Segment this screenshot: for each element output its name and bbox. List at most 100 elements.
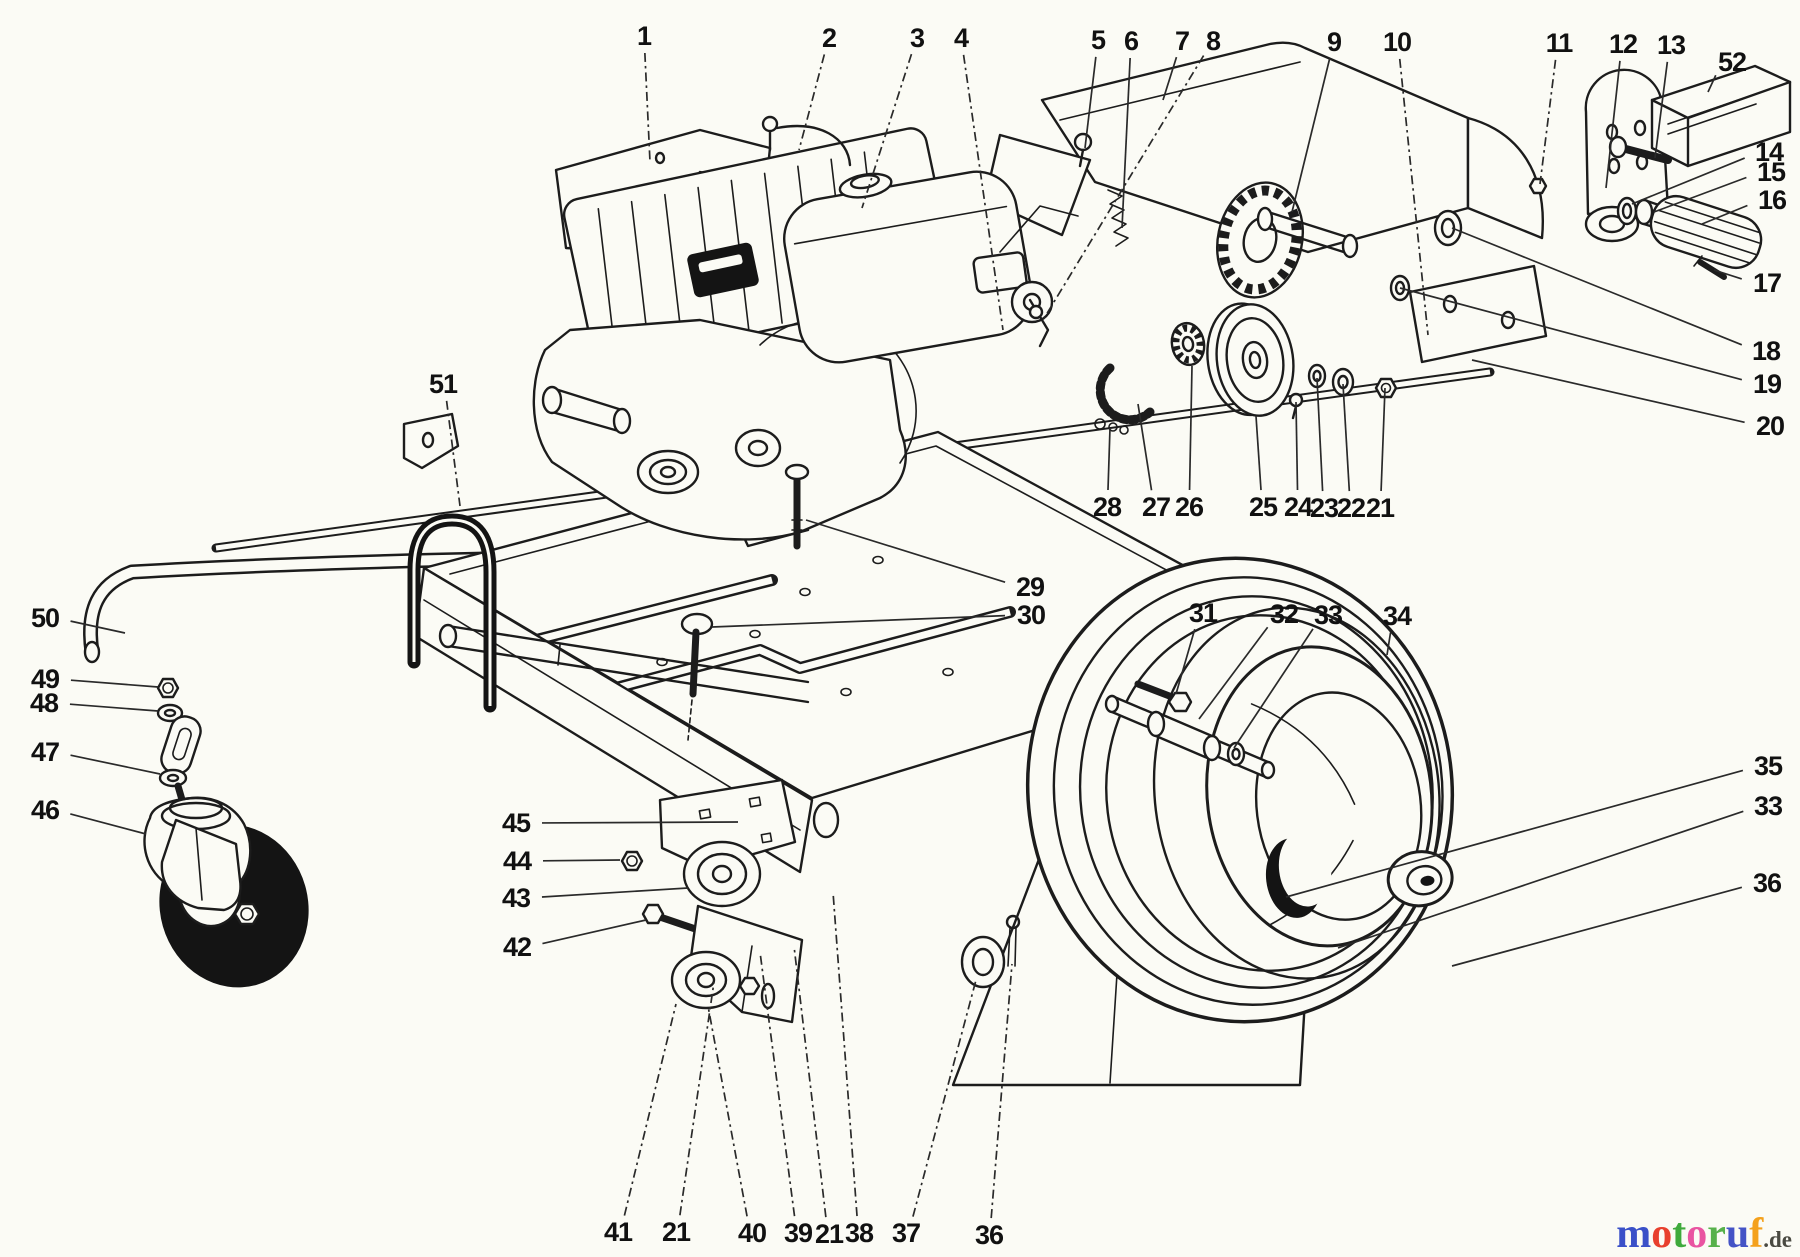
leader-line-26-23 — [1188, 365, 1193, 491]
callout-47-42: 47 — [31, 737, 59, 767]
engine-bolt-29 — [784, 463, 810, 550]
callout-5-4: 5 — [1091, 25, 1106, 55]
axle-cross-tube — [438, 623, 810, 704]
chain-segment-27 — [1095, 363, 1155, 425]
watermark-suffix: .de — [1763, 1227, 1792, 1252]
rear-wheel — [1025, 556, 1455, 1024]
callout-18-18: 18 — [1752, 336, 1781, 366]
caster-axle-bolt — [233, 902, 261, 926]
clips-28 — [1094, 418, 1129, 435]
leader-line-35-35 — [1285, 769, 1744, 898]
fuel-tank — [782, 170, 1033, 364]
leader-line-9-8 — [1291, 58, 1331, 213]
roll-pin-17 — [1693, 255, 1727, 280]
leader-line-7-6 — [1162, 56, 1178, 101]
leader-line-33-33 — [1233, 628, 1314, 749]
pto-pulley — [636, 449, 700, 495]
leader-line-36-55 — [990, 963, 1013, 1219]
leader-line-37-54 — [912, 979, 977, 1217]
leader-line-6-5 — [1121, 57, 1131, 229]
callout-4-3: 4 — [954, 23, 969, 53]
drive-pulley-25 — [1206, 302, 1295, 417]
crankcase — [532, 318, 917, 541]
callout-6-5: 6 — [1124, 26, 1139, 56]
callout-25-24: 25 — [1249, 492, 1278, 522]
watermark-letter: o — [1651, 1211, 1673, 1257]
bearing-flange — [1433, 209, 1463, 247]
chain-sprocket — [1215, 181, 1305, 299]
callout-32-32: 32 — [1270, 599, 1298, 629]
leader-line-19-19 — [1399, 287, 1743, 381]
leader-line-21-49 — [679, 981, 715, 1216]
leader-line-18-18 — [1451, 227, 1743, 346]
watermark-letter: f — [1749, 1211, 1764, 1257]
leader-line-33-36 — [1337, 810, 1744, 949]
leader-line-10-9 — [1398, 58, 1429, 336]
callout-3-2: 3 — [910, 23, 925, 53]
leader-line-5-4 — [1084, 56, 1097, 149]
callout-10-9: 10 — [1383, 27, 1411, 57]
watermark-logo[interactable]: motoruf.de — [1616, 1213, 1792, 1255]
caster-fork — [143, 796, 252, 912]
leader-line-46-43 — [70, 813, 147, 835]
leader-line-20-20 — [1471, 359, 1745, 424]
leader-line-4-3 — [962, 54, 1004, 331]
callout-40-50: 40 — [738, 1218, 766, 1248]
callout-21-52: 21 — [815, 1219, 844, 1249]
callout-1-0: 1 — [637, 21, 652, 51]
leader-line-30-30 — [711, 614, 1006, 628]
cotter-pin-36 — [1005, 914, 1021, 967]
leader-line-42-47 — [542, 919, 647, 945]
cover-plate-20 — [1408, 264, 1548, 364]
callout-7-6: 7 — [1175, 26, 1189, 56]
leader-line-3-2 — [861, 53, 913, 209]
callout-23-26: 23 — [1310, 493, 1339, 523]
callout-22-27: 22 — [1337, 493, 1365, 523]
leader-line-51-38 — [445, 400, 461, 507]
callout-11-10: 11 — [1546, 28, 1574, 58]
nut-44 — [620, 850, 644, 872]
callout-21-49: 21 — [662, 1217, 691, 1247]
leader-line-44-45 — [542, 859, 621, 862]
leader-line-50-39 — [70, 620, 126, 634]
cross-shaft — [1256, 206, 1359, 259]
leader-line-11-10 — [1539, 59, 1557, 185]
callout-12-11: 12 — [1609, 29, 1637, 59]
washer-37 — [960, 935, 1006, 989]
nut-21 — [1374, 377, 1398, 399]
callout-36-37: 36 — [1753, 868, 1782, 898]
callout-9-8: 9 — [1327, 27, 1342, 57]
callout-20-20: 20 — [1756, 411, 1784, 441]
callout-26-23: 26 — [1175, 492, 1204, 522]
leader-line-15-15 — [1653, 176, 1747, 213]
callout-39-51: 39 — [784, 1218, 813, 1248]
axle-bolt-31 — [1134, 680, 1193, 713]
hub-sprocket-26 — [1170, 321, 1206, 367]
callout-31-31: 31 — [1189, 598, 1218, 628]
callout-36-55: 36 — [975, 1220, 1004, 1250]
idler-pulley-41 — [670, 950, 761, 1010]
watermark-letter: m — [1616, 1211, 1652, 1257]
callout-48-41: 48 — [30, 688, 59, 718]
handle-tube-52 — [1650, 64, 1792, 168]
washer-14 — [1616, 196, 1638, 226]
leader-line-43-46 — [541, 887, 689, 898]
grip-16 — [1649, 195, 1763, 269]
leader-line-2-1 — [798, 54, 826, 151]
spring-6 — [1107, 189, 1129, 247]
washer-48 — [156, 703, 184, 723]
callout-17-17: 17 — [1753, 268, 1781, 298]
carburetor — [972, 205, 1079, 348]
leader-line-24-25 — [1295, 401, 1299, 491]
axle-washer-33 — [1226, 741, 1246, 767]
leader-line-41-48 — [623, 1003, 677, 1216]
callout-42-47: 42 — [503, 932, 531, 962]
callout-16-16: 16 — [1758, 185, 1787, 215]
leader-line-17-17 — [1713, 269, 1743, 280]
callout-41-48: 41 — [604, 1217, 633, 1247]
crankshaft-stub — [541, 385, 632, 435]
callout-33-36: 33 — [1754, 791, 1783, 821]
callout-21-28: 21 — [1366, 493, 1395, 523]
nut-49 — [156, 677, 180, 699]
